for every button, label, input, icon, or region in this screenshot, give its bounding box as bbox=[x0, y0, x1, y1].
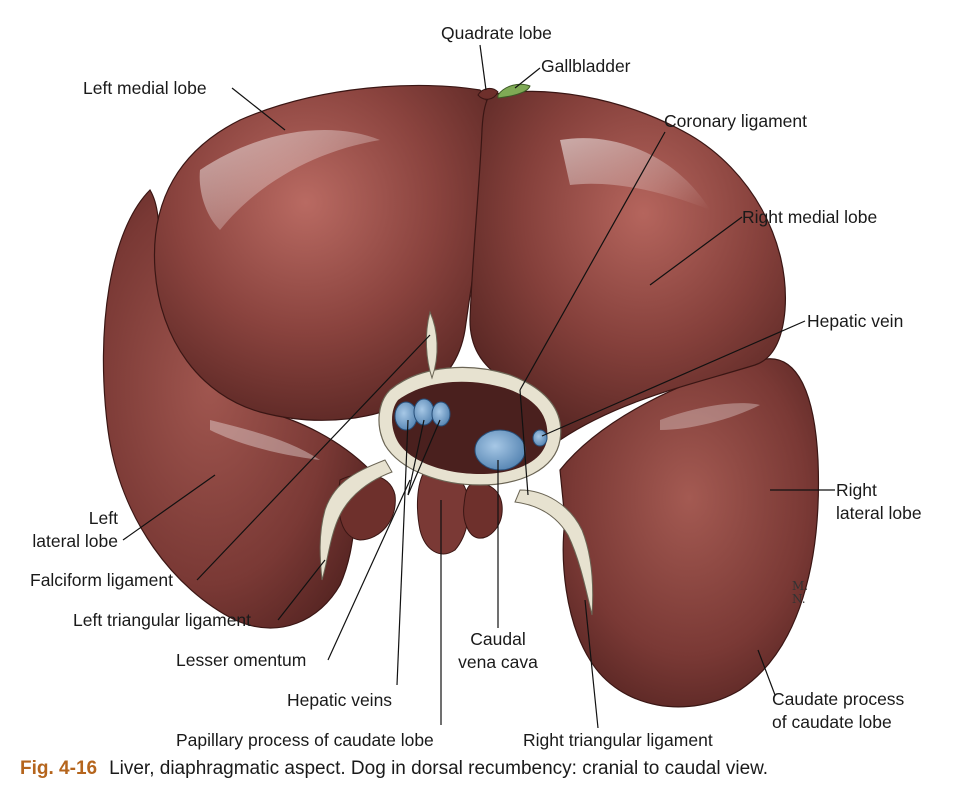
leader-hepatic-vein bbox=[541, 320, 806, 437]
label-left-lateral-lobe: Left lateral lobe bbox=[17, 507, 118, 553]
label-lesser-omentum: Lesser omentum bbox=[176, 650, 307, 670]
label-caudal-vena-cava-line2: vena cava bbox=[458, 652, 538, 672]
label-right-triangular-ligament: Right triangular ligament bbox=[523, 730, 713, 750]
label-right-medial-lobe: Right medial lobe bbox=[742, 207, 878, 227]
left-triangular-ligament-shape bbox=[319, 459, 393, 581]
label-coronary-ligament: Coronary ligament bbox=[664, 111, 807, 131]
leader-hepatic-veins-1 bbox=[396, 419, 409, 686]
sheen-right-lateral bbox=[660, 403, 760, 430]
leader-falciform-ligament bbox=[196, 334, 431, 581]
label-hepatic-vein: Hepatic vein bbox=[807, 311, 904, 331]
label-left-lateral-lobe-line2: lateral lobe bbox=[32, 531, 118, 551]
leader-left-medial-lobe bbox=[231, 87, 286, 131]
hepatic-vein-shape-3 bbox=[431, 401, 451, 427]
artist-signature-line1: M. bbox=[792, 579, 809, 593]
leader-caudate-process bbox=[757, 649, 776, 696]
artist-signature-line2: N. bbox=[792, 592, 806, 606]
falciform-ligament-shape bbox=[425, 310, 438, 380]
leader-gallbladder bbox=[514, 67, 541, 89]
figure-caption: Fig. 4-16 Liver, diaphragmatic aspect. Do… bbox=[20, 758, 768, 780]
label-right-lateral-lobe-line2: lateral lobe bbox=[836, 503, 922, 523]
label-papillary-process: Papillary process of caudate lobe bbox=[176, 730, 434, 750]
sheen-left-lateral bbox=[210, 420, 320, 460]
label-gallbladder: Gallbladder bbox=[541, 56, 631, 76]
right-triangular-ligament-shape bbox=[514, 489, 594, 616]
label-left-lateral-lobe-line1: Left bbox=[88, 508, 118, 528]
sheen-right-medial bbox=[560, 138, 710, 210]
label-falciform-ligament: Falciform ligament bbox=[30, 570, 173, 590]
leader-lesser-omentum bbox=[327, 479, 411, 661]
leader-left-lateral-lobe bbox=[122, 474, 216, 541]
caudal-small-lobe-right bbox=[463, 483, 503, 539]
leader-right-triangular-ligament bbox=[584, 599, 599, 729]
leader-hepatic-veins-3 bbox=[407, 419, 441, 496]
label-left-triangular-ligament: Left triangular ligament bbox=[73, 610, 252, 630]
label-caudal-vena-cava-line1: Caudal bbox=[470, 629, 526, 649]
leader-right-medial-lobe bbox=[649, 216, 743, 286]
label-caudate-process-line2: of caudate lobe bbox=[772, 712, 892, 732]
label-right-lateral-lobe: Right lateral lobe bbox=[836, 479, 922, 525]
label-right-lateral-lobe-line1: Right bbox=[836, 480, 877, 500]
leader-right-triangular-ligament-upper bbox=[519, 389, 529, 496]
label-caudate-process-line1: Caudate process bbox=[772, 689, 905, 709]
label-left-medial-lobe: Left medial lobe bbox=[83, 78, 207, 98]
leader-quadrate-lobe bbox=[479, 44, 487, 91]
sheen-left-medial bbox=[199, 130, 380, 230]
leader-left-triangular-ligament bbox=[277, 559, 326, 621]
caption-figure-number: Fig. 4-16 bbox=[20, 758, 98, 779]
caption-text: Liver, diaphragmatic aspect. Dog in dors… bbox=[109, 758, 769, 779]
leader-coronary-ligament bbox=[519, 131, 666, 391]
label-caudate-process: Caudate process of caudate lobe bbox=[772, 688, 904, 734]
label-caudal-vena-cava: Caudal vena cava bbox=[452, 628, 544, 674]
quadrate-lobe-shape bbox=[477, 87, 499, 100]
right-medial-lobe-shape bbox=[469, 90, 787, 441]
gallbladder-shape bbox=[497, 83, 531, 99]
leader-hepatic-veins-2 bbox=[407, 419, 425, 496]
artist-signature: M. N. bbox=[792, 580, 808, 606]
label-quadrate-lobe: Quadrate lobe bbox=[441, 23, 552, 43]
hepatic-vein-shape-right bbox=[532, 429, 548, 447]
label-hepatic-veins: Hepatic veins bbox=[287, 690, 393, 710]
